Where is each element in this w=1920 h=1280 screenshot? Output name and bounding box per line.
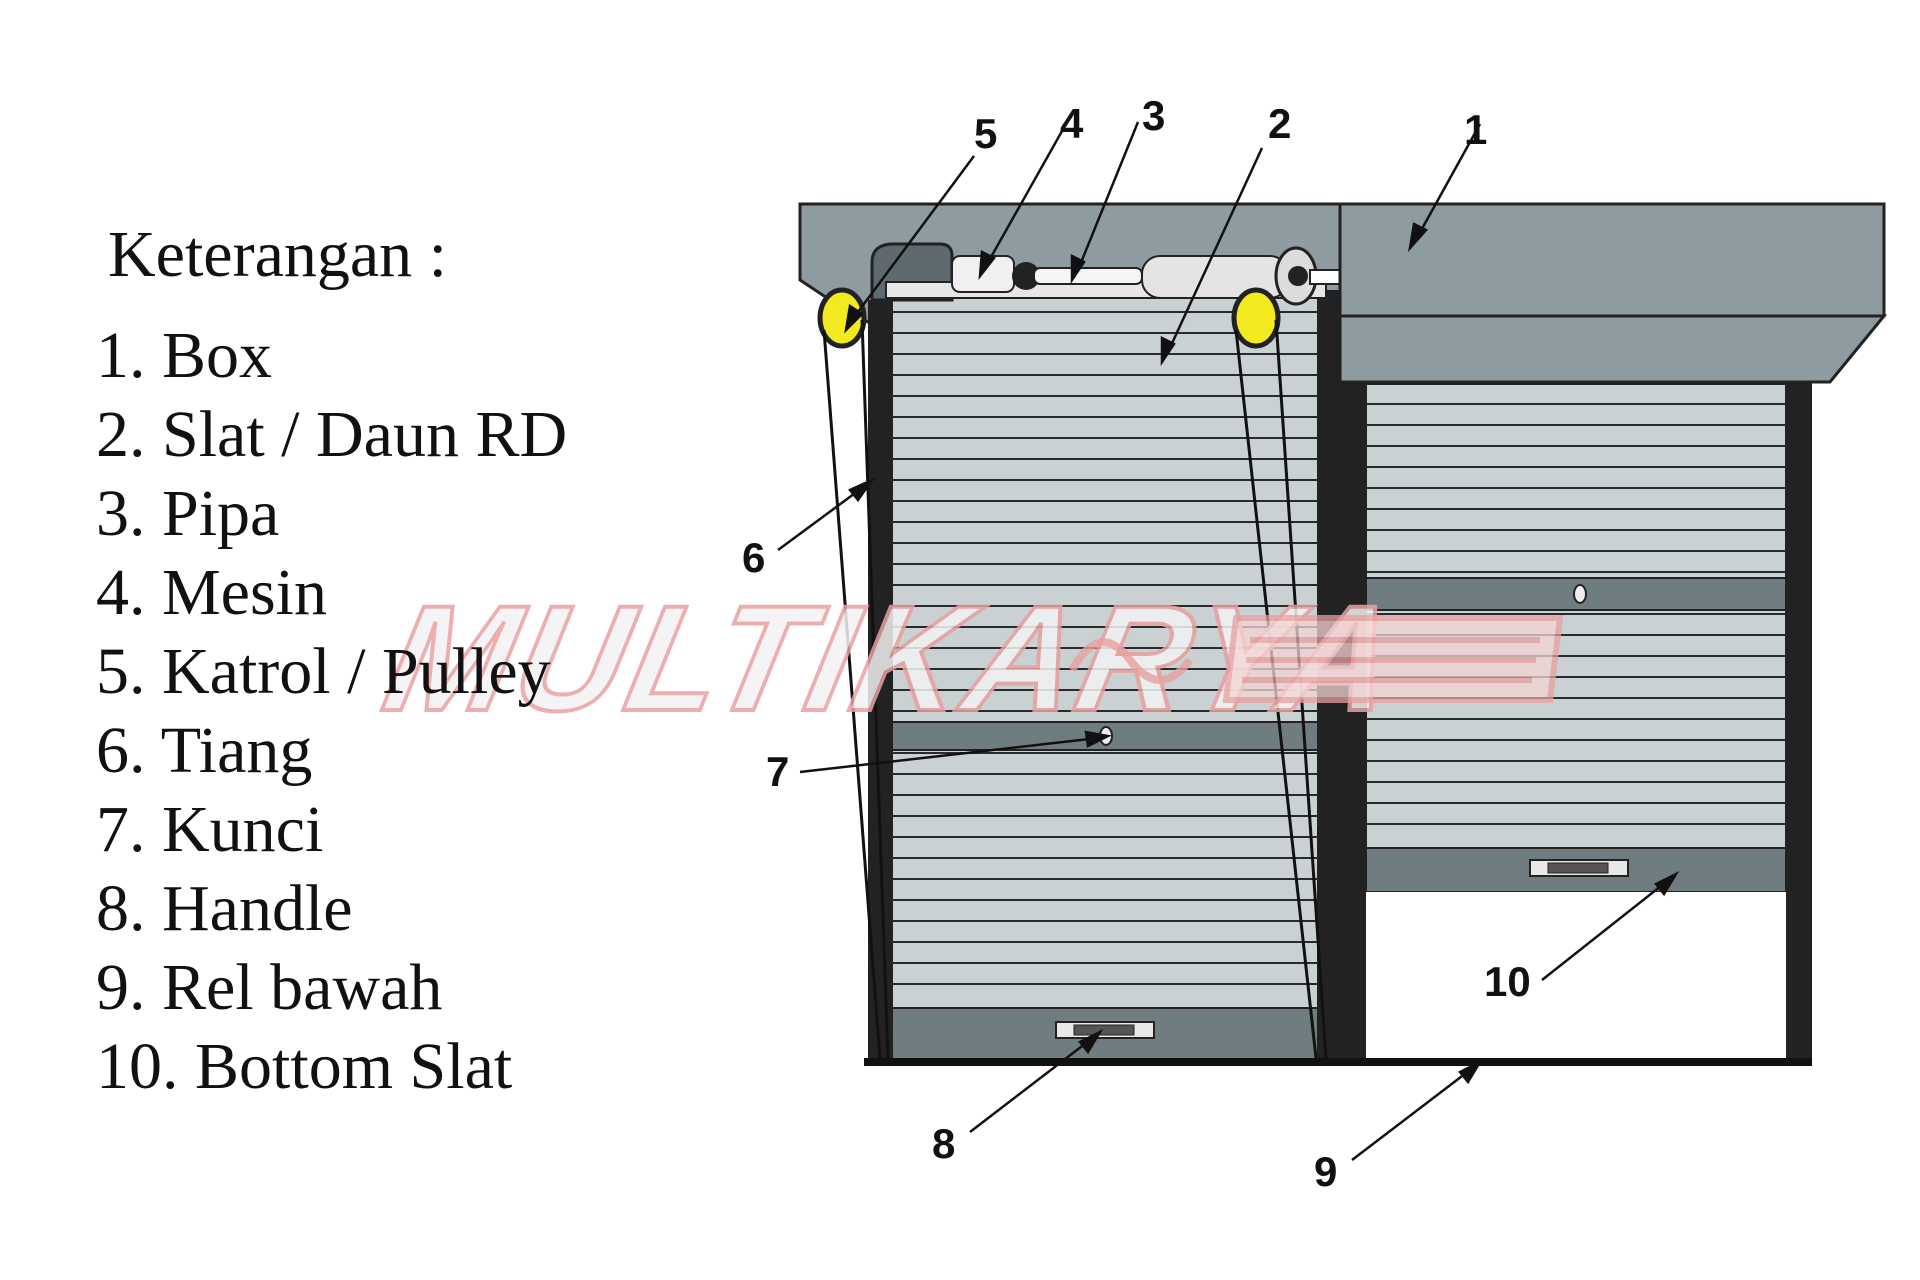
legend-item-rel-bawah: 9. Rel bawah: [96, 951, 443, 1024]
door-opening: [1366, 892, 1786, 1060]
leader-lines: [777, 121, 1680, 1161]
callout-3: 3: [1142, 92, 1165, 139]
slat-lines-right: [1366, 403, 1786, 825]
callout-8: 8: [932, 1120, 955, 1167]
watermark-swoosh: [1068, 638, 1194, 684]
legend-item-slat: 2. Slat / Daun RD: [96, 398, 568, 471]
legend-item-handle: 8. Handle: [96, 872, 353, 945]
post-right-left: [1340, 382, 1366, 1062]
box-right-top: [1338, 202, 1886, 318]
callout-1: 1: [1464, 106, 1487, 153]
bottom-rail: [864, 1058, 1812, 1066]
callout-5: 5: [974, 110, 997, 157]
pipe: [1033, 267, 1143, 285]
callout-6: 6: [742, 534, 765, 581]
handle-right-grip: [1547, 862, 1609, 874]
post-right-right: [1786, 382, 1812, 1062]
box-right-bottom: [1338, 314, 1888, 384]
legend-item-bottom-slat: 10. Bottom Slat: [96, 1030, 513, 1103]
legend-item-mesin: 4. Mesin: [96, 556, 327, 629]
motor-end-cap: [1012, 262, 1040, 290]
axle-stub: [1309, 269, 1341, 285]
cable-left-a: [822, 329, 882, 1059]
legend-item-pipa: 3. Pipa: [96, 477, 280, 550]
pulley-left: [817, 287, 867, 349]
lock-keyhole-right: [1573, 584, 1587, 604]
legend-title: Keterangan :: [108, 218, 447, 291]
cable-left-b: [860, 319, 890, 1059]
callout-2: 2: [1268, 100, 1291, 147]
legend-item-kunci: 7. Kunci: [96, 793, 324, 866]
pulley-right: [1231, 287, 1281, 349]
callout-4: 4: [1060, 100, 1084, 147]
handle-left-grip: [1073, 1024, 1135, 1036]
legend: Keterangan : 1. Box 2. Slat / Daun RD 3.…: [96, 222, 567, 1106]
legend-item-box: 1. Box: [96, 319, 273, 392]
legend-list: 1. Box 2. Slat / Daun RD 3. Pipa 4. Mesi…: [96, 316, 567, 1106]
pipe-end-bearing-core: [1288, 266, 1308, 286]
callout-9: 9: [1314, 1148, 1337, 1195]
watermark-logo: [1222, 615, 1564, 703]
callout-7: 7: [766, 748, 789, 795]
callout-10: 10: [1484, 958, 1531, 1005]
legend-item-tiang: 6. Tiang: [96, 714, 313, 787]
legend-item-katrol: 5. Katrol / Pulley: [96, 635, 551, 708]
